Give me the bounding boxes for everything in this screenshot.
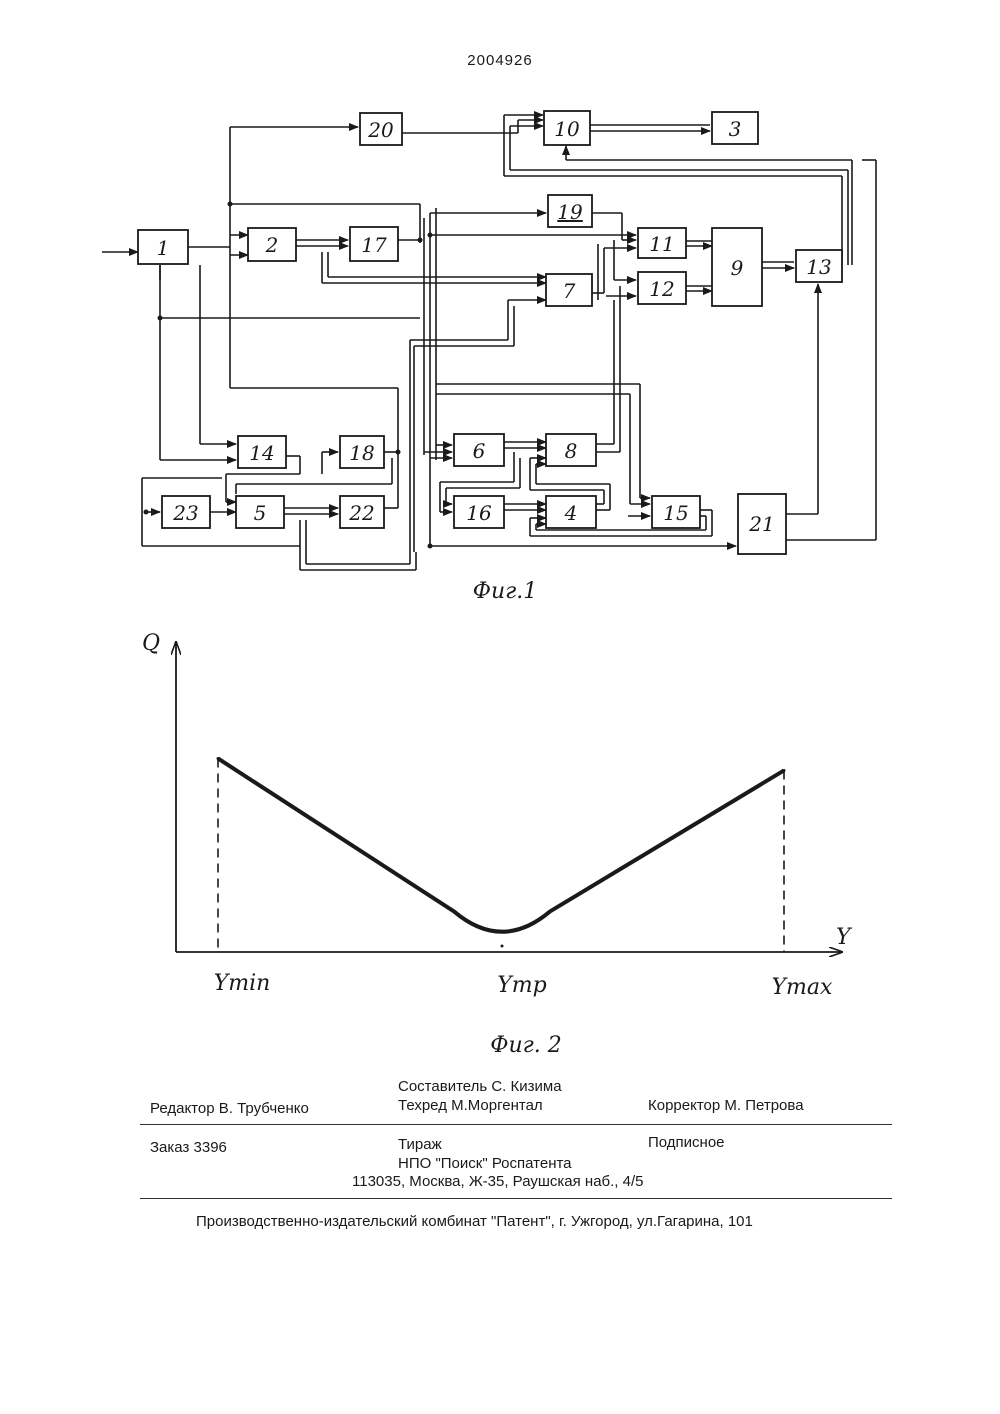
block-2: 2: [248, 228, 296, 261]
order-number: Заказ 3396: [150, 1139, 227, 1156]
svg-text:8: 8: [565, 439, 578, 463]
organization: НПО "Поиск" Роспатента: [398, 1155, 572, 1172]
block-3: 3: [712, 112, 758, 144]
block-15: 15: [652, 496, 700, 528]
svg-text:14: 14: [249, 441, 274, 465]
block-16: 16: [454, 496, 504, 528]
address: 113035, Москва, Ж-35, Раушская наб., 4/5: [352, 1173, 644, 1190]
svg-text:13: 13: [806, 255, 831, 279]
block-9: 9: [712, 228, 762, 306]
block-22: 22: [340, 496, 384, 528]
svg-text:17: 17: [361, 233, 387, 257]
block-13: 13: [796, 250, 842, 282]
y-axis-label: Q: [142, 631, 160, 656]
compiler-credit: Составитель С. Кизима: [398, 1078, 562, 1095]
svg-text:5: 5: [254, 501, 267, 525]
divider: [140, 1124, 892, 1125]
corrector-credit: Корректор М. Петрова: [648, 1097, 804, 1114]
block-20: 20: [360, 113, 402, 145]
svg-text:21: 21: [748, 512, 774, 536]
curve-marks: [217, 757, 786, 952]
q-curve: [218, 758, 784, 931]
figure2-chart: Q Y Ymin Ymp Ymax Фиг. 2: [0, 620, 1000, 1060]
x-axis-label: Y: [836, 925, 853, 950]
svg-text:4: 4: [564, 501, 578, 525]
curve-point: [217, 757, 220, 760]
x-tick-label: Ymin: [214, 971, 271, 996]
x-tick-label: Ymp: [497, 973, 546, 998]
x-tick-label: Ymax: [772, 975, 834, 1000]
svg-text:6: 6: [473, 439, 486, 463]
figure2-caption: Фиг. 2: [490, 1033, 562, 1058]
editor-credit: Редактор В. Трубченко: [150, 1100, 309, 1117]
svg-text:16: 16: [466, 501, 492, 525]
printer: Производственно-издательский комбинат "П…: [196, 1213, 753, 1230]
block-14: 14: [238, 436, 286, 468]
svg-text:2: 2: [265, 233, 279, 257]
svg-text:12: 12: [649, 277, 674, 301]
techred-credit: Техред М.Моргентал: [398, 1097, 543, 1114]
block-5: 5: [236, 496, 284, 528]
block-11: 11: [638, 228, 686, 258]
svg-text:20: 20: [367, 118, 394, 142]
block-7: 7: [546, 274, 592, 306]
svg-text:3: 3: [729, 117, 742, 141]
svg-text:18: 18: [349, 441, 374, 465]
divider: [140, 1198, 892, 1199]
svg-text:1: 1: [157, 236, 170, 260]
svg-text:9: 9: [731, 256, 744, 280]
curve-point: [783, 769, 786, 772]
figure1-block-diagram: 1 2 3 4 5 6 7: [0, 0, 1000, 620]
subscription: Подписное: [648, 1134, 725, 1151]
block-18: 18: [340, 436, 384, 468]
svg-text:7: 7: [563, 279, 576, 303]
block-21: 21: [738, 494, 786, 554]
svg-text:19: 19: [557, 200, 583, 224]
block-12: 12: [638, 272, 686, 304]
svg-text:11: 11: [649, 232, 674, 256]
block-23: 23: [162, 496, 210, 528]
block-1: 1: [138, 230, 188, 264]
block-19: 19: [548, 195, 592, 227]
figure1-caption: Фиг.1: [473, 579, 538, 604]
block-10: 10: [544, 111, 590, 145]
curve-point: [501, 945, 504, 948]
block-8: 8: [546, 434, 596, 466]
block-17: 17: [350, 227, 398, 261]
block-4: 4: [546, 496, 596, 528]
block-6: 6: [454, 434, 504, 466]
svg-text:23: 23: [172, 501, 198, 525]
svg-text:22: 22: [348, 501, 374, 525]
svg-text:15: 15: [663, 501, 688, 525]
circulation: Тираж: [398, 1136, 442, 1153]
svg-text:10: 10: [554, 117, 580, 141]
